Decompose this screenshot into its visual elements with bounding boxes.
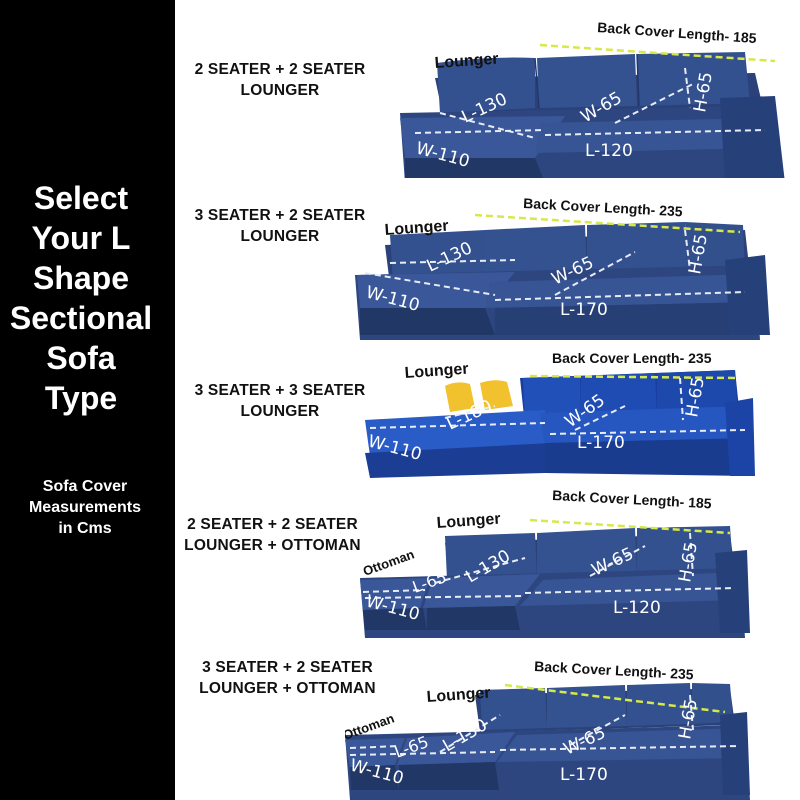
sofa-diagram-4: Lounger Ottoman Back Cover Length- 185 L… — [345, 488, 800, 648]
seat-length-1: L-120 — [585, 141, 633, 161]
lounger-label-1: Lounger — [434, 51, 499, 72]
lounger-label-5: Lounger — [426, 685, 491, 706]
sofa-image-1: Lounger Back Cover Length- 185 L-130 W-1… — [400, 19, 785, 178]
sofa-type-label-5: 3 SEATER + 2 SEATER LOUNGER + OTTOMAN — [199, 659, 376, 697]
sofa-type-label-4: 2 SEATER + 2 SEATER LOUNGER + OTTOMAN — [184, 516, 361, 554]
sofa-diagram-1: Lounger Back Cover Length- 185 L-130 W-1… — [345, 18, 800, 178]
lounger-label-3: Lounger — [404, 361, 469, 382]
ottoman-label-4: Ottoman — [361, 546, 416, 578]
sofa-diagram-3: Lounger Back Cover Length- 235 L-180 W-1… — [345, 348, 800, 508]
back-cover-label-5: Back Cover Length- 235 — [534, 658, 694, 682]
sofa-image-3: Lounger Back Cover Length- 235 L-180 W-1… — [365, 350, 755, 478]
sidebar-subtitle: Sofa Cover Measurements in Cms — [28, 478, 142, 537]
seat-length-5: L-170 — [560, 765, 608, 785]
sofa-type-label-3: 3 SEATER + 3 SEATER LOUNGER — [194, 382, 366, 420]
back-cover-label-1: Back Cover Length- 185 — [597, 19, 757, 46]
sofa-diagram-2: Lounger Back Cover Length- 235 L-130 W-1… — [345, 190, 800, 350]
sidebar: Select Your L Shape Sectional Sofa Type … — [0, 0, 175, 800]
lounger-label-4: Lounger — [436, 511, 501, 532]
back-cover-label-3: Back Cover Length- 235 — [552, 350, 712, 366]
sidebar-title: Select Your L Shape Sectional Sofa Type — [9, 180, 153, 416]
sofa-image-4: Lounger Ottoman Back Cover Length- 185 L… — [360, 488, 750, 638]
sofa-image-5: Lounger Ottoman Back Cover Length- 235 L… — [345, 658, 750, 800]
back-cover-label-4: Back Cover Length- 185 — [552, 488, 712, 511]
seat-length-2: L-170 — [560, 300, 608, 320]
seat-length-3: L-170 — [577, 433, 625, 453]
lounger-label-2: Lounger — [384, 218, 449, 239]
back-cover-label-2: Back Cover Length- 235 — [523, 195, 683, 219]
sofa-diagram-5: Lounger Ottoman Back Cover Length- 235 L… — [345, 640, 800, 800]
sofa-type-label-2: 3 SEATER + 2 SEATER LOUNGER — [194, 207, 366, 245]
sofa-type-label-1: 2 SEATER + 2 SEATER LOUNGER — [194, 61, 366, 99]
seat-length-4: L-120 — [613, 598, 661, 618]
sofa-image-2: Lounger Back Cover Length- 235 L-130 W-1… — [355, 195, 770, 340]
